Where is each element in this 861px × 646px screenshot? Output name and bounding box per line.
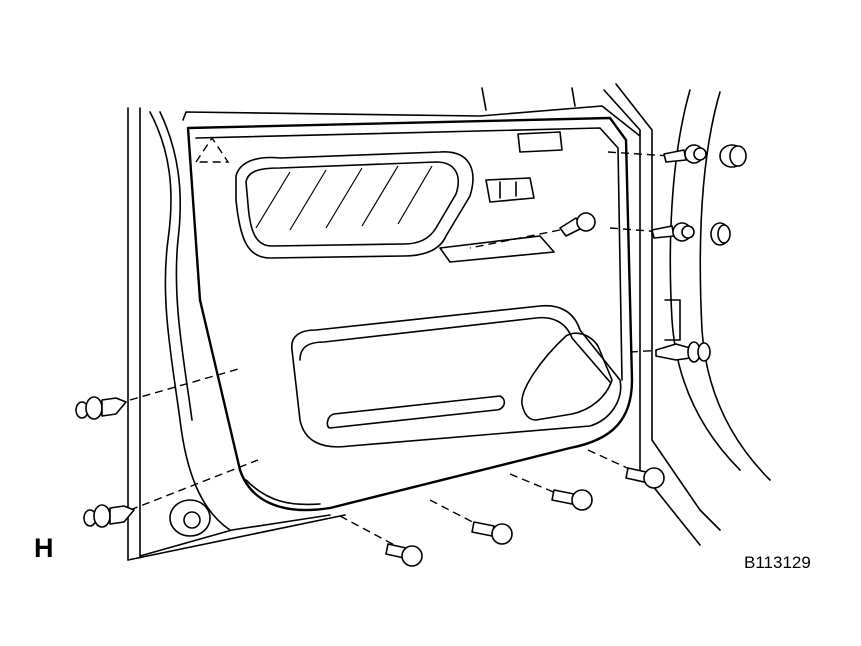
door-trim-panel	[186, 116, 634, 512]
screw-bottom-4	[385, 543, 423, 567]
clip-upper-left	[75, 396, 127, 420]
door-hole	[169, 499, 211, 537]
screw-bottom-1	[625, 467, 665, 489]
screw-bottom-3	[471, 521, 513, 545]
screw-armrest	[559, 212, 596, 237]
view-letter: H	[34, 533, 54, 563]
cap-upper-2	[710, 222, 731, 246]
clip-right	[655, 341, 711, 363]
screw-bottom-2	[551, 489, 593, 511]
clip-lower-left	[83, 504, 135, 528]
screw-upper-2	[651, 222, 695, 242]
cap-upper-1	[719, 144, 747, 168]
screw-upper-1	[663, 144, 707, 164]
figure-code: B113129	[744, 553, 811, 572]
